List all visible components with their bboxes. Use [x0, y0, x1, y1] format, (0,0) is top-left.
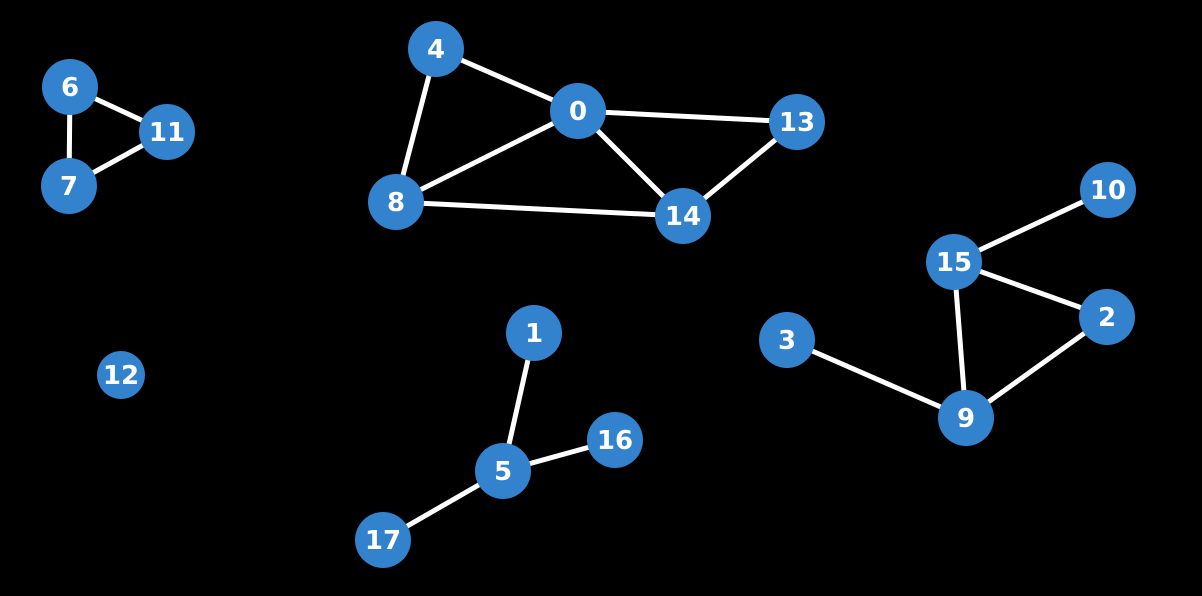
graph-node-circle-0[interactable]: [550, 83, 606, 139]
graph-node-label-17: 17: [365, 526, 401, 556]
graph-node-13[interactable]: 13: [769, 94, 825, 150]
graph-node-3[interactable]: 3: [759, 312, 815, 368]
graph-node-0[interactable]: 0: [550, 83, 606, 139]
graph-node-circle-5[interactable]: [475, 443, 531, 499]
graph-node-2[interactable]: 2: [1079, 289, 1135, 345]
graph-node-label-16: 16: [597, 426, 633, 456]
graph-node-16[interactable]: 16: [587, 412, 643, 468]
graph-node-1[interactable]: 1: [506, 305, 562, 361]
graph-node-label-6: 6: [61, 73, 79, 103]
graph-node-9[interactable]: 9: [938, 390, 994, 446]
graph-node-circle-17[interactable]: [355, 512, 411, 568]
graph-node-circle-2[interactable]: [1079, 289, 1135, 345]
graph-node-label-14: 14: [665, 202, 701, 232]
graph-node-circle-1[interactable]: [506, 305, 562, 361]
graph-node-label-10: 10: [1090, 176, 1126, 206]
graph-node-5[interactable]: 5: [475, 443, 531, 499]
graph-node-17[interactable]: 17: [355, 512, 411, 568]
graph-node-6[interactable]: 6: [42, 59, 98, 115]
graph-node-7[interactable]: 7: [41, 158, 97, 214]
graph-node-label-12: 12: [103, 361, 139, 391]
graph-node-10[interactable]: 10: [1080, 162, 1136, 218]
graph-node-circle-14[interactable]: [655, 188, 711, 244]
graph-node-circle-6[interactable]: [42, 59, 98, 115]
graph-node-circle-8[interactable]: [368, 174, 424, 230]
graph-edge-3-9: [786, 337, 967, 421]
graph-node-circle-11[interactable]: [139, 104, 195, 160]
graph-node-circle-10[interactable]: [1080, 162, 1136, 218]
graph-node-label-15: 15: [936, 248, 972, 278]
graph-node-4[interactable]: 4: [408, 21, 464, 77]
graph-node-circle-13[interactable]: [769, 94, 825, 150]
graph-node-12[interactable]: 12: [97, 351, 145, 399]
graph-node-label-3: 3: [778, 326, 796, 356]
graph-node-15[interactable]: 15: [926, 234, 982, 290]
graph-edge-8-14: [395, 199, 684, 219]
graph-node-label-2: 2: [1098, 303, 1116, 333]
graph-edge-0-8: [394, 108, 580, 205]
graph-node-8[interactable]: 8: [368, 174, 424, 230]
graph-node-circle-16[interactable]: [587, 412, 643, 468]
graph-edge-2-9: [964, 314, 1109, 421]
graph-node-label-11: 11: [149, 118, 185, 148]
graph-node-label-9: 9: [957, 404, 975, 434]
graph-node-circle-3[interactable]: [759, 312, 815, 368]
graph-node-circle-9[interactable]: [938, 390, 994, 446]
graph-node-circle-7[interactable]: [41, 158, 97, 214]
graph-node-label-8: 8: [387, 188, 405, 218]
graph-node-14[interactable]: 14: [655, 188, 711, 244]
graph-node-label-0: 0: [569, 97, 587, 127]
graph-node-circle-12[interactable]: [97, 351, 145, 399]
graph-edge-0-13: [577, 108, 798, 125]
graph-node-label-13: 13: [779, 108, 815, 138]
graph-node-label-1: 1: [525, 319, 543, 349]
graph-node-label-7: 7: [60, 172, 78, 202]
graph-node-11[interactable]: 11: [139, 104, 195, 160]
graph-node-circle-4[interactable]: [408, 21, 464, 77]
graph-node-label-4: 4: [427, 35, 445, 65]
graph-node-circle-15[interactable]: [926, 234, 982, 290]
graph-node-label-5: 5: [494, 457, 512, 487]
graph-edge-15-10: [952, 187, 1110, 265]
